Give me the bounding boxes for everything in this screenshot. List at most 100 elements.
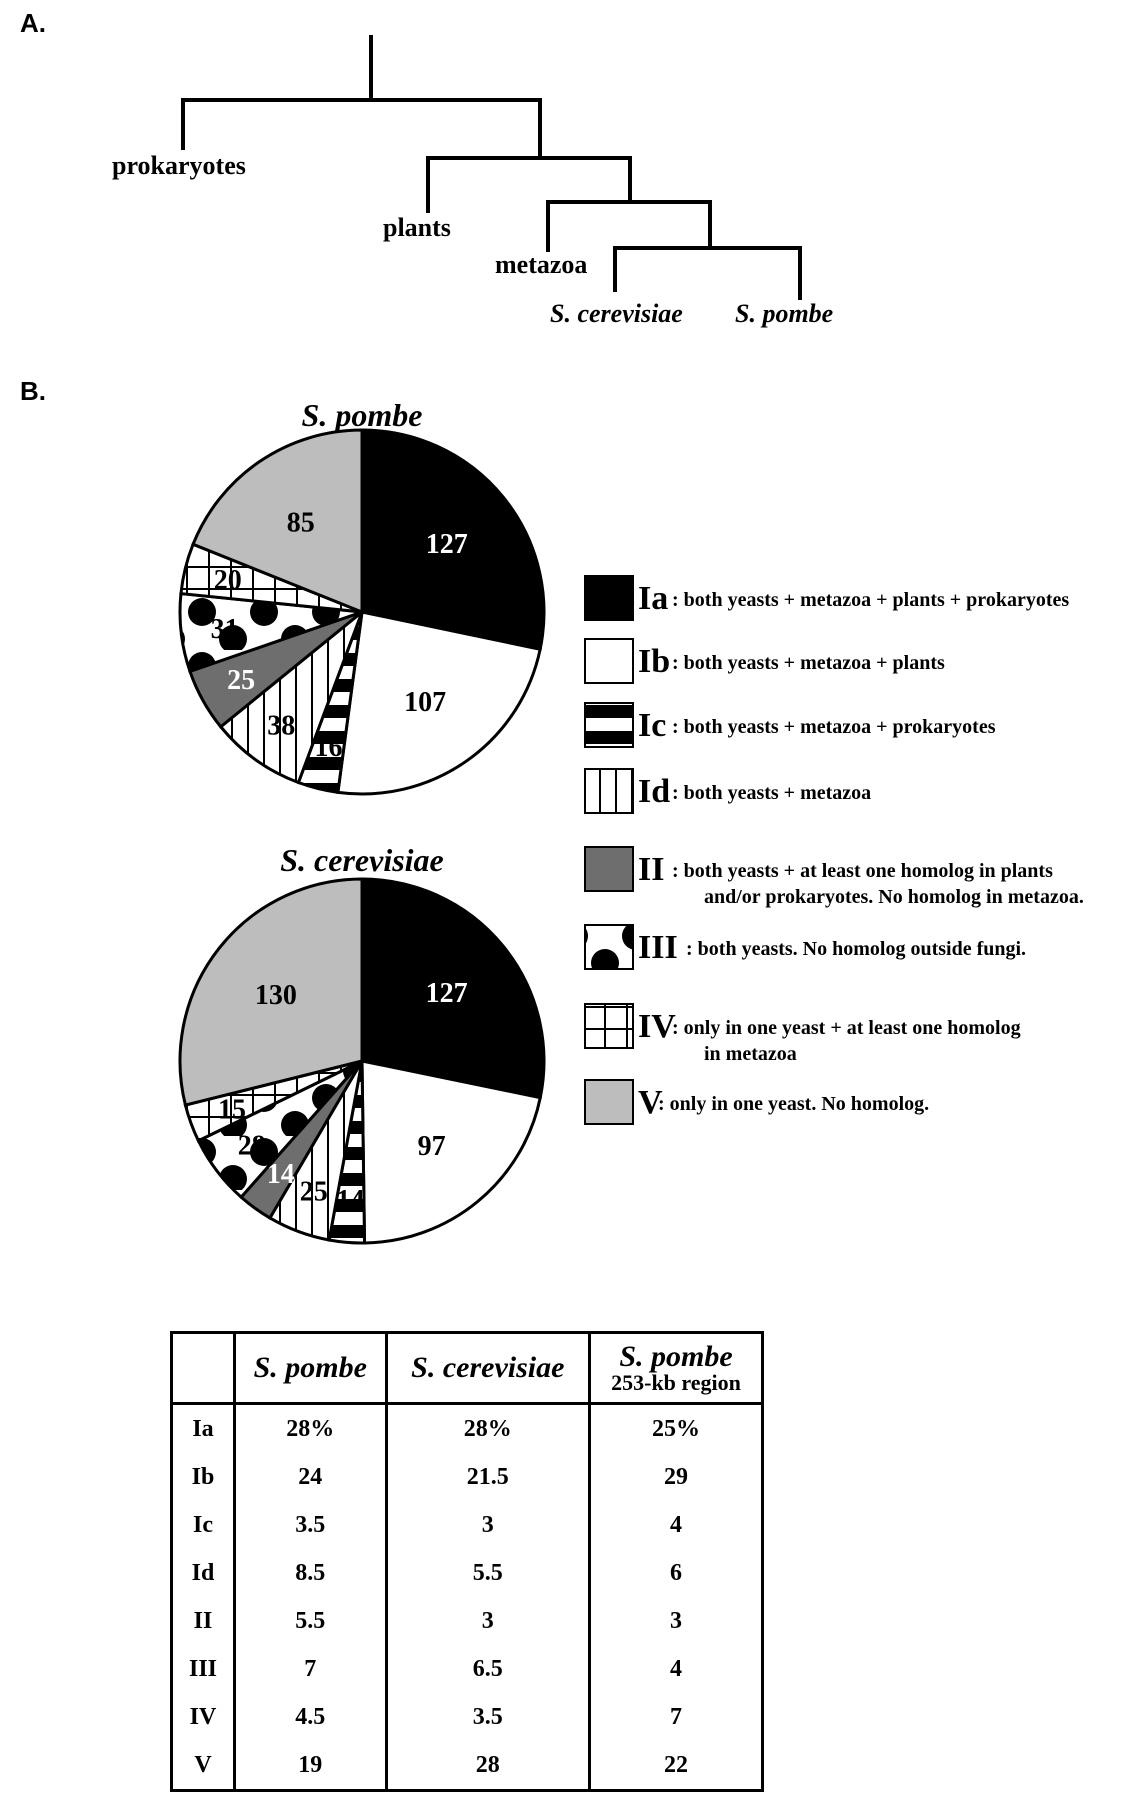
- summary-table: S. pombe S. cerevisiae S. pombe 253-kb r…: [170, 1331, 764, 1792]
- table-cell: 21.5: [384, 1453, 592, 1501]
- legend-text: : only in one yeast + at least one homol…: [672, 1017, 1021, 1039]
- legend-item-ia: Ia: both yeasts + metazoa + plants + pro…: [584, 575, 1069, 621]
- legend-text: : both yeasts + metazoa + plants + proka…: [672, 589, 1069, 611]
- legend-item-ii: II : both yeasts + at least one homolog i…: [584, 846, 1084, 908]
- table-cell: 4.5: [233, 1693, 388, 1741]
- table-cell: 5.5: [384, 1549, 592, 1597]
- table-cell: 29: [588, 1453, 764, 1501]
- legend-swatch: [584, 924, 634, 970]
- legend-text: : both yeasts + metazoa: [672, 782, 871, 804]
- taxon-plants: plants: [383, 213, 451, 242]
- legend-swatch: [584, 846, 634, 892]
- slice-label-v: 85: [287, 508, 315, 539]
- table-cell: 4: [588, 1645, 764, 1693]
- row-label: Ia: [170, 1403, 236, 1453]
- slice-label-iv: 15: [218, 1094, 246, 1125]
- column-title: S. pombe: [619, 1340, 733, 1373]
- legend-text: : both yeasts + at least one homolog in …: [672, 860, 1053, 882]
- table-cell: 8.5: [233, 1549, 388, 1597]
- legend-swatch: [584, 1003, 634, 1049]
- slice-label-v: 130: [255, 980, 297, 1011]
- pie-slice-id: [218, 607, 366, 785]
- legend-swatch: [584, 702, 634, 748]
- slice-label-ii: 25: [227, 665, 255, 696]
- slice-label-iii: 28: [238, 1131, 266, 1162]
- slice-label-ic: 16: [315, 732, 343, 763]
- legend-code: Ic: [638, 707, 666, 744]
- row-label: Id: [170, 1549, 236, 1597]
- legend-item-v: V: only in one yeast. No homolog.: [584, 1079, 929, 1125]
- legend-text: : both yeasts + metazoa + prokaryotes: [672, 716, 996, 738]
- slice-label-ia: 127: [426, 978, 468, 1009]
- taxon-prokaryotes: prokaryotes: [112, 151, 246, 180]
- table-cell: 3.5: [384, 1693, 592, 1741]
- column-header-s-pombe: S. pombe: [233, 1331, 388, 1405]
- pie-slice-v: [178, 877, 364, 1107]
- legend-text: : both yeasts + metazoa + plants: [672, 652, 945, 674]
- column-header-s-pombe-region: S. pombe 253-kb region: [588, 1331, 764, 1405]
- column-header-s-cerevisiae: S. cerevisiae: [384, 1331, 592, 1405]
- row-label: Ib: [170, 1453, 236, 1501]
- table-cell: 22: [588, 1741, 764, 1792]
- pie-title: S. pombe: [302, 397, 423, 433]
- pie-slice-ia: [360, 877, 546, 1100]
- legend-text: and/or prokaryotes. No homolog in metazo…: [704, 886, 1084, 908]
- legend-swatch: [584, 638, 634, 684]
- legend-text: in metazoa: [704, 1043, 797, 1065]
- row-label: Ic: [170, 1501, 236, 1549]
- legend-text: : only in one yeast. No homolog.: [658, 1093, 929, 1115]
- row-label: II: [170, 1597, 236, 1645]
- row-label: III: [170, 1645, 236, 1693]
- phylogenetic-tree: prokaryotes plants metazoa S. cerevisiae…: [112, 35, 833, 328]
- legend-code: Ib: [638, 643, 670, 680]
- table-cell: 4: [588, 1501, 764, 1549]
- slice-label-ia: 127: [426, 529, 468, 560]
- legend-item-id: Id: both yeasts + metazoa: [584, 768, 871, 814]
- legend-text: : both yeasts. No homolog outside fungi.: [686, 938, 1026, 960]
- tree-branch-plants-split: [426, 156, 632, 213]
- table-cell: 24: [233, 1453, 388, 1501]
- tree-branch-yeasts-split: [613, 246, 802, 300]
- legend-item-iii: III: both yeasts. No homolog outside fun…: [584, 924, 1026, 970]
- legend-code: II: [638, 851, 664, 888]
- taxon-s-pombe: S. pombe: [735, 299, 833, 328]
- row-label: V: [170, 1741, 236, 1792]
- tree-branch-prokaryotes-split: [181, 98, 542, 160]
- table-cell: 28%: [384, 1403, 592, 1453]
- table-cell: 7: [233, 1645, 388, 1693]
- taxon-metazoa: metazoa: [495, 250, 587, 279]
- summary-table-container: S. pombe S. cerevisiae S. pombe 253-kb r…: [170, 1331, 764, 1792]
- column-title: S. pombe: [253, 1351, 367, 1384]
- tree-branch-metazoa-split: [546, 200, 712, 252]
- slice-label-ib: 97: [418, 1131, 446, 1162]
- table-cell: 6.5: [384, 1645, 592, 1693]
- table-cell: 19: [233, 1741, 388, 1792]
- table-cell: 7: [588, 1693, 764, 1741]
- panel-a-label: A.: [20, 8, 46, 38]
- slice-label-iii: 31: [211, 614, 239, 645]
- pie-slice-ib: [336, 610, 542, 796]
- legend-item-iv: IV: only in one yeast + at least one hom…: [584, 1003, 1021, 1065]
- table-cell: 28: [384, 1741, 592, 1792]
- legend-swatch: [584, 1079, 634, 1125]
- taxon-s-cerevisiae: S. cerevisiae: [550, 299, 683, 328]
- pie-slice-v: [191, 428, 364, 615]
- table-cell: 3: [588, 1597, 764, 1645]
- table-corner-cell: [170, 1331, 236, 1405]
- legend-swatch: [584, 768, 634, 814]
- table-cell: 6: [588, 1549, 764, 1597]
- legend-code: IV: [638, 1008, 676, 1045]
- row-label: IV: [170, 1693, 236, 1741]
- legend-item-ib: Ib: both yeasts + metazoa + plants: [584, 638, 945, 684]
- legend-code: Id: [638, 773, 670, 810]
